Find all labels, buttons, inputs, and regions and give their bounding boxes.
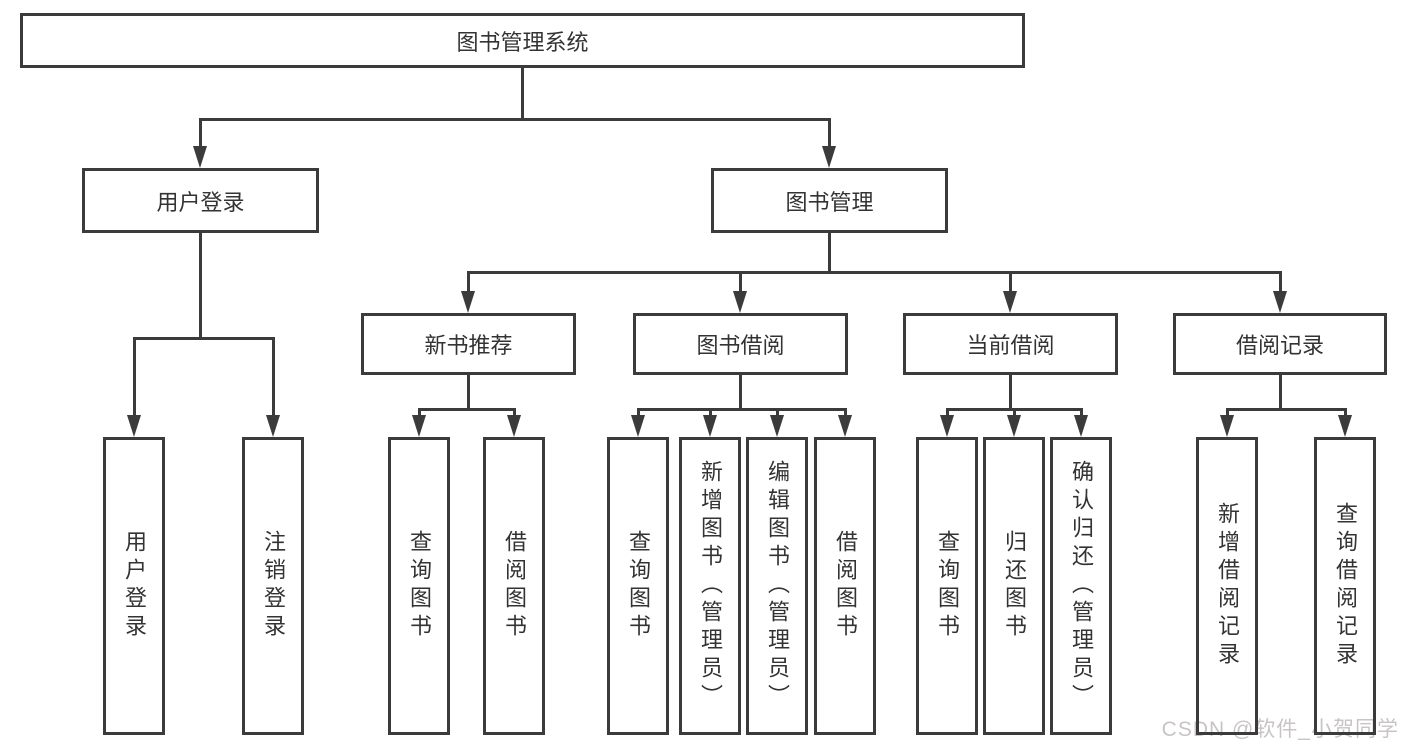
- node-user-login: 用户登录: [82, 168, 319, 233]
- connector-leaf-stem: [418, 408, 421, 417]
- node-label: 注销登录: [261, 530, 286, 642]
- node-label: 新增图书（管理员）: [698, 460, 723, 712]
- arrow-down-icon: [838, 415, 852, 437]
- leaf-user-login: 用户登录: [103, 437, 165, 735]
- connector-down: [739, 375, 742, 408]
- node-label: 图书管理系统: [456, 29, 589, 55]
- connector-leaf-stem: [1080, 408, 1083, 417]
- node-library-management-system: 图书管理系统: [20, 13, 1025, 68]
- connector-split: [637, 408, 847, 411]
- arrow-down-icon: [703, 415, 717, 437]
- leaf-confirm-return-admin: 确认归还（管理员）: [1050, 437, 1112, 735]
- connector-leaf-stem: [776, 408, 779, 417]
- leaf-query-books: 查询图书: [388, 437, 450, 735]
- arrow-down-icon: [127, 415, 141, 437]
- connector-leaf-stem: [272, 337, 275, 415]
- node-label: 借阅图书: [502, 530, 527, 642]
- connector-root-stem: [521, 68, 524, 118]
- arrow-down-icon: [1220, 415, 1234, 437]
- arrow-down-icon: [1338, 415, 1352, 437]
- arrow-down-icon: [940, 415, 954, 437]
- node-label: 查询图书: [935, 530, 960, 642]
- node-label: 图书管理: [785, 189, 874, 215]
- connector-leaf-stem: [1344, 408, 1347, 417]
- leaf-query-books: 查询图书: [607, 437, 669, 735]
- connector-leaf-stem: [709, 408, 712, 417]
- arrow-down-icon: [631, 415, 645, 437]
- arrow-down-icon: [1003, 291, 1017, 313]
- arrow-down-icon: [461, 291, 475, 313]
- arrow-down-icon: [822, 146, 836, 168]
- leaf-return-books: 归还图书: [983, 437, 1045, 735]
- node-label: 编辑图书（管理员）: [765, 460, 790, 712]
- node-book-management: 图书管理: [711, 168, 948, 233]
- node-book-borrow: 图书借阅: [633, 313, 848, 375]
- leaf-query-borrow-record: 查询借阅记录: [1314, 437, 1376, 735]
- node-label: 归还图书: [1002, 530, 1027, 642]
- connector-split: [1226, 408, 1347, 411]
- leaf-borrow-books: 借阅图书: [814, 437, 876, 735]
- node-label: 新增借阅记录: [1215, 502, 1240, 670]
- node-current-borrow: 当前借阅: [903, 313, 1118, 375]
- connector-l3-stem: [1279, 271, 1282, 291]
- connector-down: [1009, 375, 1012, 408]
- arrow-down-icon: [266, 415, 280, 437]
- connector-book-mgmt-stem: [828, 118, 831, 146]
- connector-leaf-stem: [1226, 408, 1229, 417]
- connector-l3-stem: [467, 271, 470, 291]
- connector-user-login-stem: [199, 118, 202, 146]
- node-label: 用户登录: [156, 189, 245, 215]
- connector-leaf-stem: [946, 408, 949, 417]
- arrow-down-icon: [507, 415, 521, 437]
- connector-book-mgmt-split: [467, 271, 1281, 274]
- node-label: 确认归还（管理员）: [1069, 460, 1094, 712]
- leaf-add-borrow-record: 新增借阅记录: [1196, 437, 1258, 735]
- connector-root-split: [199, 118, 830, 121]
- node-label: 新书推荐: [424, 333, 513, 358]
- connector-user-login-split: [133, 337, 275, 340]
- node-label: 查询图书: [407, 530, 432, 642]
- node-new-book-recommend: 新书推荐: [361, 313, 576, 375]
- connector-l3-stem: [1009, 271, 1012, 291]
- connector-down: [467, 375, 470, 408]
- connector-leaf-stem: [637, 408, 640, 417]
- node-label: 查询图书: [626, 530, 651, 642]
- connector-split: [418, 408, 516, 411]
- node-label: 用户登录: [122, 530, 147, 642]
- arrow-down-icon: [1007, 415, 1021, 437]
- node-label: 图书借阅: [696, 333, 785, 358]
- connector-leaf-stem: [1013, 408, 1016, 417]
- node-label: 借阅图书: [833, 530, 858, 642]
- connector-leaf-stem: [513, 408, 516, 417]
- connector-leaf-stem: [844, 408, 847, 417]
- leaf-add-books-admin: 新增图书（管理员）: [679, 437, 741, 735]
- arrow-down-icon: [1074, 415, 1088, 437]
- connector-book-mgmt-down: [828, 233, 831, 271]
- leaf-borrow-books: 借阅图书: [483, 437, 545, 735]
- leaf-edit-books-admin: 编辑图书（管理员）: [746, 437, 808, 735]
- connector-user-login-down: [199, 233, 202, 337]
- node-borrow-records: 借阅记录: [1173, 313, 1387, 375]
- arrow-down-icon: [412, 415, 426, 437]
- csdn-watermark: CSDN @软件_小贺同学: [1161, 718, 1399, 741]
- arrow-down-icon: [733, 291, 747, 313]
- node-label: 当前借阅: [966, 333, 1055, 358]
- arrow-down-icon: [193, 146, 207, 168]
- connector-l3-stem: [739, 271, 742, 291]
- arrow-down-icon: [1273, 291, 1287, 313]
- leaf-query-books: 查询图书: [916, 437, 978, 735]
- node-label: 借阅记录: [1235, 333, 1324, 358]
- connector-leaf-stem: [133, 337, 136, 415]
- node-label: 查询借阅记录: [1333, 502, 1358, 670]
- leaf-logout: 注销登录: [242, 437, 304, 735]
- connector-down: [1279, 375, 1282, 408]
- arrow-down-icon: [770, 415, 784, 437]
